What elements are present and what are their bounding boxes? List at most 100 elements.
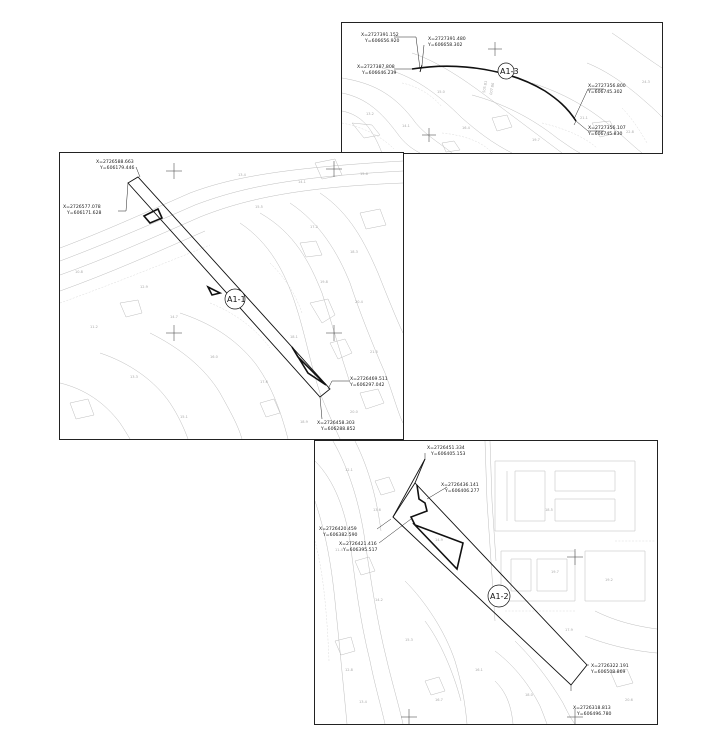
alignment-curve bbox=[411, 65, 577, 122]
coord-text: Y=606297.042 bbox=[349, 382, 384, 388]
topography-lines bbox=[60, 158, 403, 439]
elevation-markers: 13.2 14.1 16.4 19.7 21.1 22.8 24.3 15.0 bbox=[366, 80, 650, 142]
svg-text:20.0: 20.0 bbox=[350, 410, 358, 414]
svg-text:15.6: 15.6 bbox=[360, 172, 368, 176]
svg-text:13.4: 13.4 bbox=[238, 173, 247, 177]
coord-text: Y=606496.780 bbox=[576, 711, 611, 717]
svg-text:11.2: 11.2 bbox=[90, 325, 98, 329]
panel-label-a1-1: A1-1 bbox=[227, 295, 246, 304]
parcel-outline bbox=[142, 207, 164, 224]
coord-text: X=2726451.334 bbox=[427, 445, 465, 451]
grid-cross-marks bbox=[166, 161, 342, 341]
svg-text:17.6: 17.6 bbox=[260, 380, 268, 384]
svg-text:16.1: 16.1 bbox=[475, 668, 483, 672]
svg-text:20.4: 20.4 bbox=[355, 300, 364, 304]
coord-text: X=2727356.800 bbox=[588, 83, 626, 89]
coordinate-leaders bbox=[394, 36, 604, 132]
coord-text: X=2727391.480 bbox=[428, 36, 466, 42]
coord-text: Y=606658.302 bbox=[427, 42, 462, 48]
coord-text: X=2726577.078 bbox=[63, 204, 101, 210]
coordinate-labels: X=2726451.334 Y=606405.153 X=2726436.141… bbox=[319, 445, 629, 717]
topography-lines bbox=[342, 32, 662, 153]
label-circle-a1-1 bbox=[224, 288, 246, 310]
svg-text:21.1: 21.1 bbox=[580, 116, 588, 120]
svg-text:17.9: 17.9 bbox=[565, 628, 573, 632]
svg-text:14.2: 14.2 bbox=[375, 598, 383, 602]
coord-text: Y=606405.153 bbox=[430, 451, 465, 457]
coord-text: Y=606646.239 bbox=[361, 70, 396, 76]
panel-label-a1-2: A1-2 bbox=[490, 592, 509, 601]
coord-text: Y=606171.628 bbox=[66, 210, 101, 216]
svg-text:22.8: 22.8 bbox=[626, 130, 634, 134]
svg-text:13.2: 13.2 bbox=[366, 112, 374, 116]
svg-text:14.9: 14.9 bbox=[435, 538, 443, 542]
coord-text: Y=606406.277 bbox=[444, 488, 479, 494]
svg-text:16.4: 16.4 bbox=[462, 126, 471, 130]
map-panel-a1-2[interactable]: 12.1 13.6 11.4 14.2 12.8 15.3 16.7 18.5 … bbox=[314, 440, 658, 725]
alignment-corridor bbox=[127, 176, 331, 398]
svg-text:18.0: 18.0 bbox=[525, 693, 533, 697]
grid-cross-marks bbox=[422, 42, 502, 142]
elevation-markers: 12.1 13.6 11.4 14.2 12.8 15.3 16.7 18.5 … bbox=[335, 468, 633, 704]
parcel-outline bbox=[409, 484, 464, 571]
map-a1-1-drawing: 13.4 14.1 15.6 17.2 18.3 19.8 20.4 21.5 … bbox=[60, 158, 403, 439]
svg-text:16.7: 16.7 bbox=[435, 698, 443, 702]
svg-text:24.3: 24.3 bbox=[642, 80, 650, 84]
svg-text:15.5: 15.5 bbox=[255, 205, 263, 209]
svg-text:20.6: 20.6 bbox=[625, 698, 633, 702]
coord-text: Y=606179.446 bbox=[99, 165, 134, 171]
coord-text: X=2726318.813 bbox=[573, 705, 611, 711]
svg-text:14.1: 14.1 bbox=[402, 124, 410, 128]
svg-text:12.8: 12.8 bbox=[345, 668, 353, 672]
svg-text:18.9: 18.9 bbox=[300, 420, 308, 424]
coordinate-leaders bbox=[376, 453, 589, 691]
coord-text: X=2726322.191 bbox=[591, 663, 629, 669]
label-circle-a1-2 bbox=[487, 584, 511, 608]
svg-text:21.5: 21.5 bbox=[370, 350, 378, 354]
parcel-outline bbox=[206, 285, 223, 296]
topography-lines bbox=[315, 441, 657, 724]
label-circle-a1-3 bbox=[497, 62, 515, 80]
svg-text:14.1: 14.1 bbox=[298, 180, 306, 184]
map-panel-a1-3[interactable]: 13.2 14.1 16.4 19.7 21.1 22.8 24.3 15.0 … bbox=[341, 22, 663, 154]
coord-text: X=2726421.416 bbox=[339, 541, 377, 547]
coord-text: X=2726420.459 bbox=[319, 526, 357, 532]
svg-text:505.81: 505.81 bbox=[482, 80, 488, 93]
svg-text:13.3: 13.3 bbox=[130, 375, 138, 379]
parcel-outline bbox=[291, 346, 327, 386]
coord-text: X=2727387.808 bbox=[357, 64, 395, 70]
coord-text: X=2726588.663 bbox=[96, 159, 134, 165]
svg-text:13.6: 13.6 bbox=[373, 508, 381, 512]
coord-text: X=2727391.152 bbox=[361, 32, 399, 38]
coord-text: Y=606395.517 bbox=[342, 547, 377, 553]
svg-text:16.0: 16.0 bbox=[210, 355, 218, 359]
coord-text: Y=606382.590 bbox=[322, 532, 357, 538]
svg-text:13.4: 13.4 bbox=[359, 700, 368, 704]
coord-text: Y=606656.920 bbox=[364, 38, 399, 44]
svg-text:19.7: 19.7 bbox=[532, 138, 540, 142]
svg-text:15.3: 15.3 bbox=[405, 638, 413, 642]
coord-text: Y=606508.869 bbox=[590, 669, 625, 675]
panel-label-a1-3: A1-3 bbox=[500, 67, 519, 76]
svg-text:007.86: 007.86 bbox=[489, 82, 495, 95]
elevation-markers: 13.4 14.1 15.6 17.2 18.3 19.8 20.4 21.5 … bbox=[75, 172, 378, 424]
svg-text:12.1: 12.1 bbox=[345, 468, 353, 472]
coord-text: X=2726458.303 bbox=[317, 420, 355, 426]
svg-text:18.3: 18.3 bbox=[350, 250, 358, 254]
svg-text:15.1: 15.1 bbox=[180, 415, 188, 419]
svg-text:19.2: 19.2 bbox=[605, 578, 613, 582]
map-a1-2-drawing: 12.1 13.6 11.4 14.2 12.8 15.3 16.7 18.5 … bbox=[315, 441, 657, 724]
svg-text:18.5: 18.5 bbox=[545, 508, 553, 512]
svg-text:14.7: 14.7 bbox=[170, 315, 178, 319]
coord-text: X=2726469.511 bbox=[350, 376, 388, 382]
coordinate-labels: X=2726588.663 Y=606179.446 X=2726577.078… bbox=[63, 159, 388, 432]
map-a1-3-drawing: 13.2 14.1 16.4 19.7 21.1 22.8 24.3 15.0 … bbox=[342, 32, 662, 153]
coord-text: Y=606745.830 bbox=[587, 131, 622, 137]
coord-text: X=2726436.141 bbox=[441, 482, 479, 488]
svg-text:18.1: 18.1 bbox=[290, 335, 298, 339]
svg-text:19.7: 19.7 bbox=[551, 570, 559, 574]
map-panel-a1-1[interactable]: 13.4 14.1 15.6 17.2 18.3 19.8 20.4 21.5 … bbox=[59, 152, 404, 440]
svg-text:10.8: 10.8 bbox=[75, 270, 83, 274]
coordinate-leaders bbox=[118, 166, 350, 420]
svg-text:19.8: 19.8 bbox=[320, 280, 328, 284]
